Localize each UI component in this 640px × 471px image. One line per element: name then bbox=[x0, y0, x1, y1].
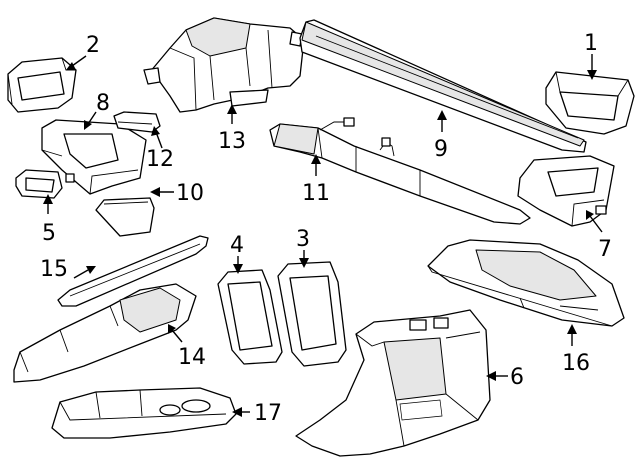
callout-8: 8 bbox=[96, 91, 110, 116]
callout-17: 17 bbox=[254, 401, 282, 426]
callout-12: 12 bbox=[146, 147, 174, 172]
part-15-trim-strip bbox=[57, 235, 209, 307]
part-8-left-vent-bezel bbox=[41, 119, 147, 195]
arrowhead-14 bbox=[168, 324, 176, 334]
leader-7 bbox=[589, 215, 603, 233]
arrowhead-11 bbox=[311, 154, 321, 164]
arrowhead-1 bbox=[587, 70, 597, 80]
callout-3: 3 bbox=[296, 227, 310, 252]
part-11-duct-harness bbox=[269, 117, 531, 225]
part-17-console-base bbox=[51, 387, 237, 439]
part-3-vent-duct bbox=[277, 261, 347, 367]
arrowhead-10 bbox=[150, 187, 160, 197]
callout-9: 9 bbox=[434, 137, 448, 162]
part-5-switch bbox=[15, 169, 63, 199]
callout-11: 11 bbox=[302, 181, 330, 206]
arrowhead-13 bbox=[227, 104, 237, 114]
arrowhead-6 bbox=[486, 371, 496, 381]
callout-5: 5 bbox=[42, 221, 56, 246]
arrowhead-2 bbox=[66, 62, 76, 70]
leader-2 bbox=[71, 55, 87, 67]
callout-10: 10 bbox=[176, 181, 204, 206]
arrowhead-5 bbox=[43, 194, 53, 204]
callout-14: 14 bbox=[178, 345, 206, 370]
callout-2: 2 bbox=[86, 33, 100, 58]
callout-4: 4 bbox=[230, 233, 244, 258]
callout-15: 15 bbox=[40, 257, 68, 282]
arrowhead-9 bbox=[437, 110, 447, 120]
part-13-center-duct bbox=[143, 17, 305, 113]
callout-1: 1 bbox=[584, 31, 598, 56]
callout-leaders bbox=[43, 54, 603, 417]
arrowhead-16 bbox=[567, 324, 577, 334]
arrowhead-4 bbox=[233, 264, 243, 274]
part-9-upper-trim-panel bbox=[299, 19, 587, 153]
arrowhead-7 bbox=[586, 210, 594, 220]
part-1-right-air-vent bbox=[545, 71, 635, 135]
part-12-bracket bbox=[113, 111, 161, 133]
arrowhead-3 bbox=[299, 258, 309, 268]
leader-8 bbox=[87, 111, 97, 125]
arrowhead-17 bbox=[232, 407, 242, 417]
part-14-lower-knee-panel bbox=[13, 283, 197, 383]
leader-15 bbox=[73, 269, 89, 279]
part-16-floor-tray bbox=[427, 239, 625, 327]
part-2-left-air-vent bbox=[7, 57, 77, 113]
callout-labels: 1 2 3 4 5 6 7 8 9 10 11 12 13 14 15 16 1… bbox=[40, 31, 612, 426]
part-7-right-vent-bezel bbox=[517, 155, 615, 227]
leader-14 bbox=[171, 329, 183, 343]
part-10-plate bbox=[95, 197, 155, 237]
leader-12 bbox=[155, 131, 163, 149]
callout-7: 7 bbox=[598, 237, 612, 262]
part-6-center-console bbox=[295, 309, 491, 457]
arrowhead-12 bbox=[151, 126, 160, 136]
part-4-vent-duct bbox=[217, 269, 283, 365]
arrowhead-15 bbox=[86, 266, 96, 274]
callout-6: 6 bbox=[510, 365, 524, 390]
arrowhead-8 bbox=[84, 120, 92, 130]
callout-13: 13 bbox=[218, 129, 246, 154]
callout-16: 16 bbox=[562, 351, 590, 376]
